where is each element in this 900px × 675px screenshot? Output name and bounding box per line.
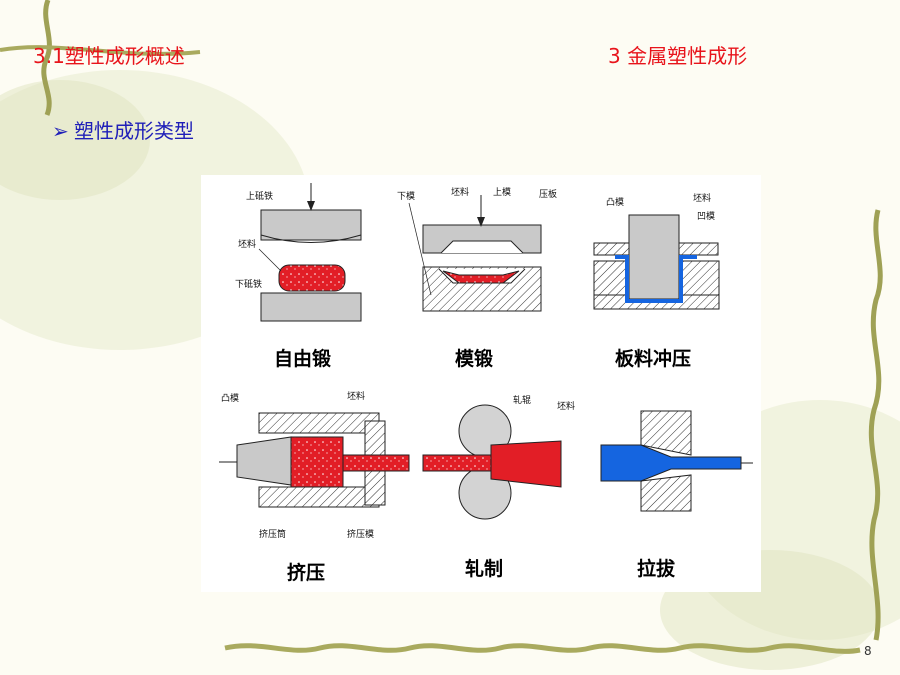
section-title: 3.1塑性成形概述 — [33, 44, 185, 68]
caption-stamping: 板料冲压 — [615, 347, 691, 370]
label-press-plate: 压板 — [539, 188, 557, 200]
label-extrusion-die: 挤压模 — [347, 528, 374, 540]
stamping-diagram: 压板 凸模 坯料 凹模 — [539, 188, 720, 310]
rolling-diagram: 轧辊 坯料 — [422, 394, 575, 520]
caption-die-forging: 模锻 — [455, 347, 493, 370]
chapter-title: 3 金属塑性成形 — [608, 44, 748, 68]
caption-extrusion: 挤压 — [287, 561, 325, 584]
label-rolling-blank: 坯料 — [557, 400, 575, 412]
label-container: 挤压筒 — [259, 528, 286, 540]
forming-diagram: 上砥铁 坯料 下砥铁 下模 坯料 上模 压板 — [219, 183, 753, 584]
label-extrusion-blank: 坯料 — [347, 390, 365, 402]
forming-types-figure: 上砥铁 坯料 下砥铁 下模 坯料 上模 压板 — [201, 175, 761, 592]
die-forging-diagram: 下模 坯料 上模 — [397, 186, 542, 312]
label-roll: 轧辊 — [513, 394, 531, 406]
label-concave-die: 凹模 — [697, 211, 715, 222]
drawing-diagram — [600, 410, 753, 512]
bullet-text: 塑性成形类型 — [74, 119, 194, 143]
label-free-blank: 坯料 — [238, 238, 256, 250]
label-punch-extrusion: 凸模 — [221, 393, 239, 404]
bullet-item: ➢塑性成形类型 — [52, 115, 194, 144]
caption-free-forging: 自由锻 — [274, 347, 331, 370]
arrow-bullet-icon: ➢ — [52, 119, 69, 143]
caption-rolling: 轧制 — [465, 557, 503, 580]
label-stamping-blank: 坯料 — [693, 192, 711, 204]
label-punch-stamping: 凸模 — [606, 197, 624, 208]
free-forging-diagram: 上砥铁 坯料 下砥铁 — [235, 183, 362, 322]
label-die-blank: 坯料 — [451, 186, 469, 198]
extrusion-diagram: 凸模 坯料 挤压筒 挤压模 — [219, 390, 410, 540]
label-lower-anvil: 下砥铁 — [235, 278, 262, 290]
caption-drawing: 拉拔 — [637, 557, 676, 580]
label-upper-anvil: 上砥铁 — [246, 190, 273, 202]
label-upper-die: 上模 — [493, 187, 511, 198]
label-lower-die: 下模 — [397, 191, 415, 202]
page-number: 8 — [864, 644, 872, 658]
